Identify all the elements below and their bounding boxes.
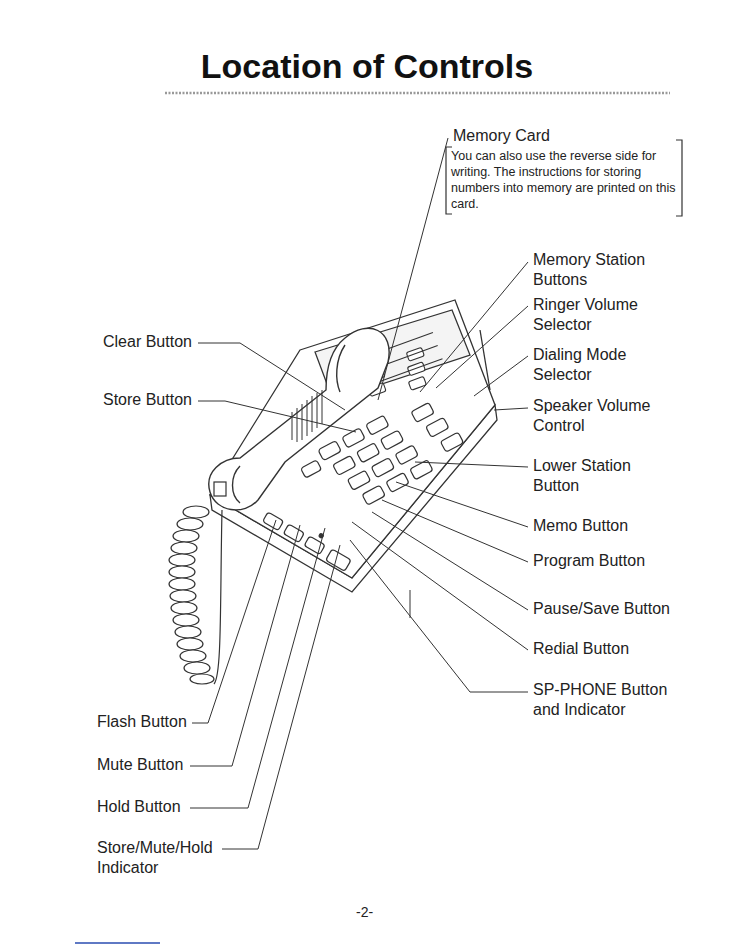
part-label: Store/Mute/Hold Indicator (97, 838, 219, 878)
part-label: Redial Button (533, 639, 629, 659)
part-label: Lower Station Button (533, 456, 673, 496)
handset (209, 328, 389, 510)
function-buttons (262, 505, 356, 571)
part-label: Ringer Volume Selector (533, 295, 673, 335)
title-rule (165, 92, 670, 93)
part-label: Flash Button (97, 712, 187, 732)
part-label: Hold Button (97, 797, 181, 817)
part-label: Mute Button (97, 755, 183, 775)
part-label: Speaker Volume Control (533, 396, 673, 436)
part-label: Memory Station Buttons (533, 250, 673, 290)
card-note: You can also use the reverse side for wr… (451, 148, 677, 212)
part-label: Memory Card (453, 126, 550, 146)
part-label: Dialing Mode Selector (533, 345, 673, 385)
coiled-cord (169, 482, 226, 684)
note-bracket (446, 140, 682, 216)
part-label: Memo Button (533, 516, 628, 536)
footer-rule (75, 942, 160, 944)
part-label: Store Button (103, 390, 192, 410)
part-label: SP-PHONE Button and Indicator (533, 680, 675, 720)
part-label: Program Button (533, 551, 645, 571)
page-number: -2- (356, 903, 373, 921)
speaker-grille (292, 390, 322, 442)
part-label: Pause/Save Button (533, 599, 670, 619)
page-title: Location of Controls (0, 46, 734, 86)
leader-lines (190, 138, 528, 849)
part-label: Clear Button (103, 332, 192, 352)
